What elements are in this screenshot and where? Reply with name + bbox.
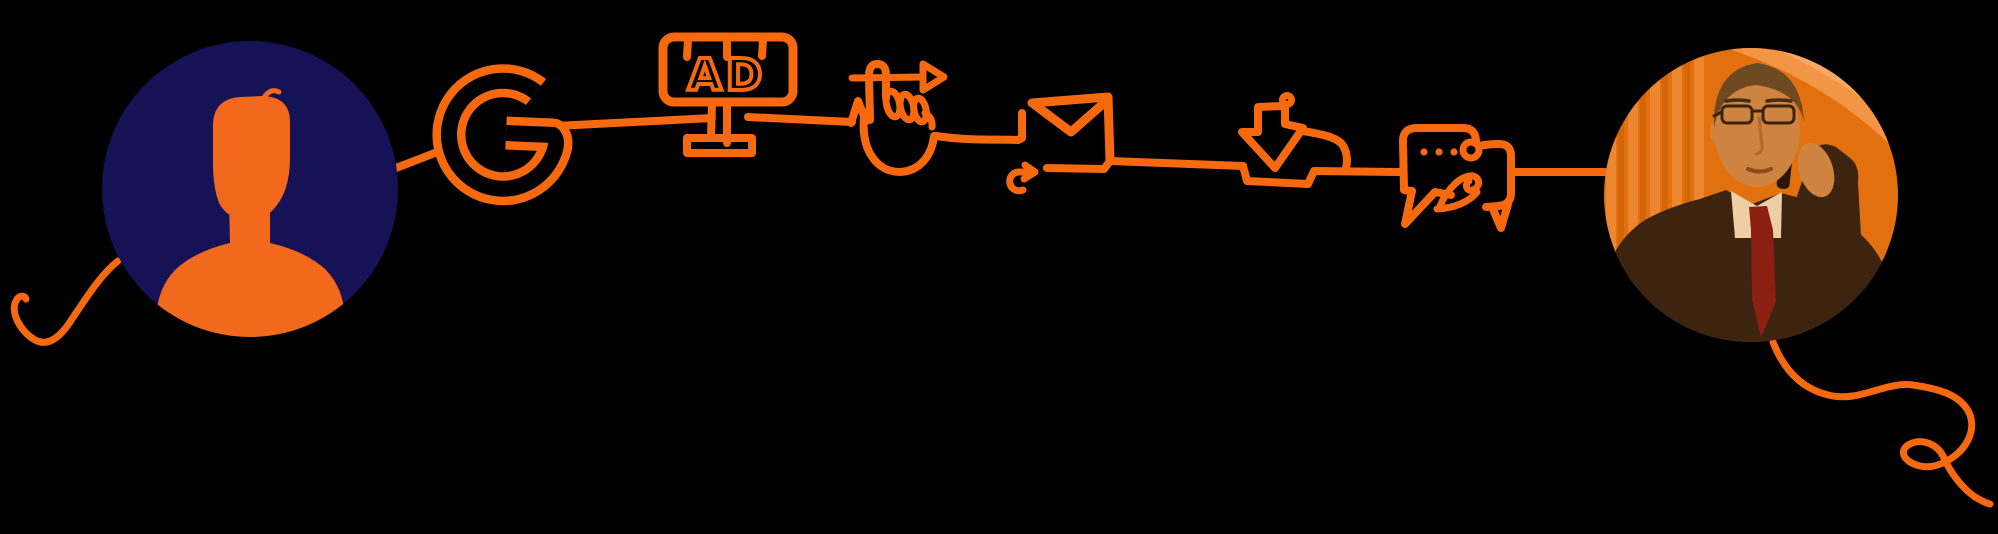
man-glasses <box>1712 104 1796 125</box>
download-arrow-outline <box>1238 102 1307 172</box>
envelope-body <box>1027 92 1115 165</box>
billboard-hanger-ticks <box>683 36 767 61</box>
g-letter-hollow <box>440 72 564 197</box>
download-arrow-icon <box>1238 92 1351 172</box>
agent-photo <box>1604 48 1898 342</box>
palm-outline <box>859 113 938 176</box>
man-hair <box>1713 63 1804 128</box>
chat-bubble-2 <box>1475 140 1515 211</box>
index-finger <box>865 60 890 124</box>
man-hand <box>1797 142 1835 198</box>
left-squiggle-line <box>10 257 122 346</box>
line-envelope-to-download <box>1043 157 1406 188</box>
man-nose <box>1754 116 1764 156</box>
prospect-avatar <box>102 41 398 337</box>
line-hand-to-envelope <box>932 109 1026 144</box>
chat-bubbles-icon <box>1399 124 1515 232</box>
line-ad-to-hand <box>744 113 856 126</box>
hair-wisp <box>262 88 282 99</box>
chat-bubble-1 <box>1399 124 1480 195</box>
click-hand-arrow-icon <box>847 60 948 176</box>
reply-arrow-icon <box>1006 161 1039 195</box>
envelope-flap <box>1030 98 1109 137</box>
download-hook-dot <box>1279 92 1295 108</box>
ad-label: AD <box>688 50 767 101</box>
right-squiggle-line <box>1769 338 1994 508</box>
chat-bubble-2-tail <box>1488 200 1512 232</box>
man-eyebrows <box>1724 98 1793 103</box>
billboard-stand-foot <box>683 134 756 157</box>
reply-arrow-head <box>1020 161 1039 183</box>
ad-billboard-icon: AD <box>658 32 798 157</box>
journey-path-line <box>392 109 1609 188</box>
google-g-icon <box>432 64 573 206</box>
person-silhouette-shoulders <box>155 201 346 337</box>
knuckle-coils <box>882 87 930 126</box>
person-silhouette-head <box>213 96 290 221</box>
chat-small-circle <box>1459 138 1483 162</box>
man-tie <box>1749 206 1776 337</box>
swipe-arrow-head <box>919 60 948 94</box>
man-mouth <box>1746 167 1773 174</box>
chat-swirl <box>1433 172 1483 213</box>
coil-tail <box>921 109 936 131</box>
line-google-to-ad <box>552 114 716 130</box>
chat-typing-dots <box>1420 148 1458 156</box>
photo-background-curtain <box>1606 48 1704 342</box>
reply-arrow-curl <box>1006 168 1037 195</box>
email-envelope-icon <box>1006 92 1115 195</box>
download-right-sweep <box>1299 127 1351 172</box>
line-avatar-to-google <box>392 147 444 172</box>
